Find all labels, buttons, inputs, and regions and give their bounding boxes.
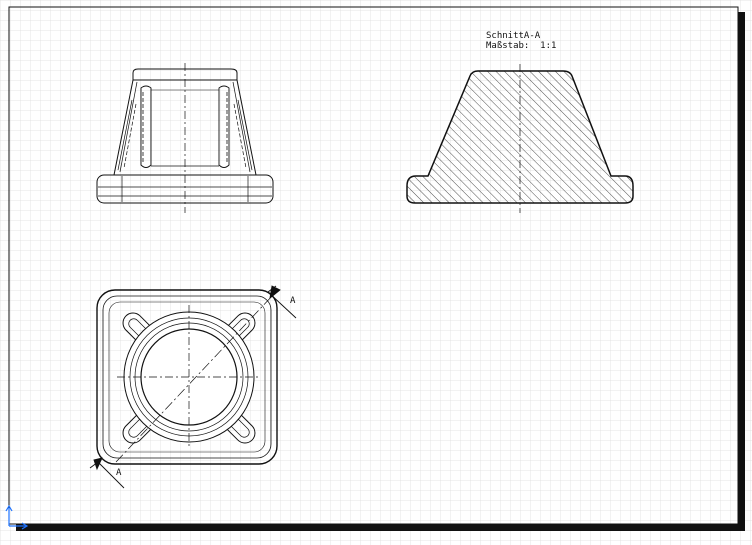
cut-label-top: A <box>290 296 296 306</box>
top-outer-square <box>96 289 278 465</box>
cut-label-bottom: A <box>116 468 122 478</box>
cut-arrow-top <box>267 285 297 319</box>
axis-origin-icon <box>5 504 29 530</box>
section-title: SchnittA-A <box>486 31 541 41</box>
cut-line <box>115 293 275 463</box>
front-top-cap <box>132 68 238 81</box>
front-view[interactable] <box>96 63 274 213</box>
section-scale: Maßstab: 1:1 <box>486 41 556 51</box>
sheet-frame <box>8 6 745 531</box>
section-view[interactable] <box>406 64 634 213</box>
section-hatched-area <box>406 70 634 204</box>
cut-arrow-bottom <box>89 457 125 489</box>
